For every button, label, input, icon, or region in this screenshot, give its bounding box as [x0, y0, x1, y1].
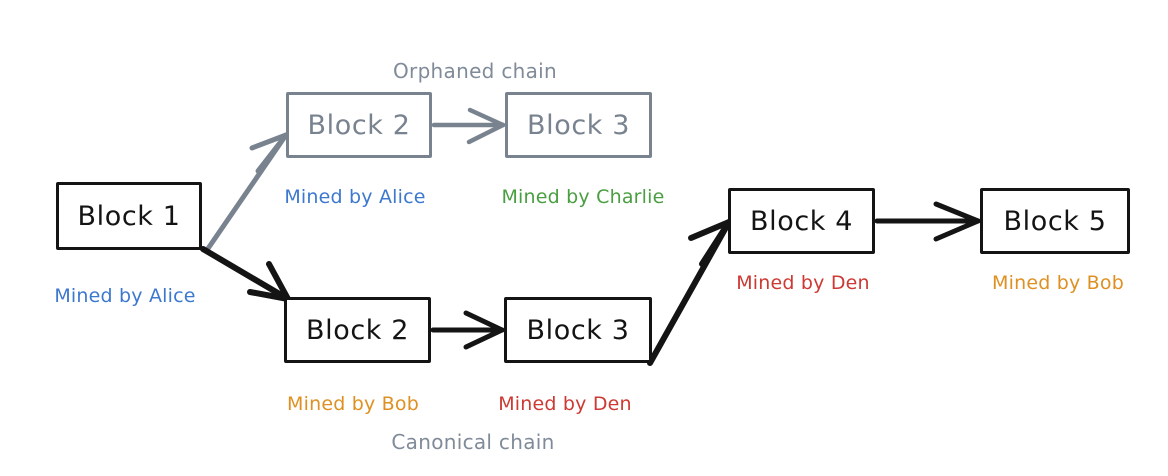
miner-caption-canonical-block-5: Mined by Bob [992, 272, 1124, 294]
miner-caption-orphan-block-3: Mined by Charlie [501, 186, 665, 208]
block-label: Block 5 [1003, 205, 1107, 237]
miner-caption-canonical-block-3: Mined by Den [498, 393, 632, 415]
arrow-block1-to-orphan-block2 [204, 132, 289, 253]
block-label: Block 3 [527, 109, 630, 141]
arrow-block1-to-canonical-block2 [200, 246, 291, 302]
block-node-canonical-block-5[interactable]: Block 5 [980, 188, 1130, 254]
miner-caption-orphan-block-2: Mined by Alice [284, 186, 426, 208]
block-node-orphan-block-2[interactable]: Block 2 [286, 92, 432, 158]
block-node-orphan-block-3[interactable]: Block 3 [505, 92, 652, 158]
block-node-block-1[interactable]: Block 1 [56, 182, 202, 250]
block-label: Block 2 [307, 109, 411, 141]
chain-title-orphaned: Orphaned chain [393, 59, 557, 83]
miner-caption-canonical-block-4: Mined by Den [736, 272, 870, 294]
block-label: Block 1 [77, 200, 181, 232]
arrow-canonical-block3-to-block4 [647, 219, 732, 366]
block-label: Block 2 [306, 314, 409, 346]
block-node-canonical-block-4[interactable]: Block 4 [728, 188, 875, 254]
block-node-canonical-block-3[interactable]: Block 3 [504, 297, 652, 363]
miner-caption-block-1: Mined by Alice [54, 285, 196, 307]
arrow-canonical-block4-to-block5 [874, 201, 981, 242]
block-label: Block 4 [750, 205, 853, 237]
block-node-canonical-block-2[interactable]: Block 2 [284, 297, 431, 363]
block-label: Block 3 [526, 314, 630, 346]
chain-title-canonical: Canonical chain [391, 430, 555, 454]
arrow-orphan-block2-to-block3 [431, 107, 506, 145]
miner-caption-canonical-block-2: Mined by Bob [287, 393, 419, 415]
arrow-canonical-block2-to-block3 [430, 310, 505, 350]
